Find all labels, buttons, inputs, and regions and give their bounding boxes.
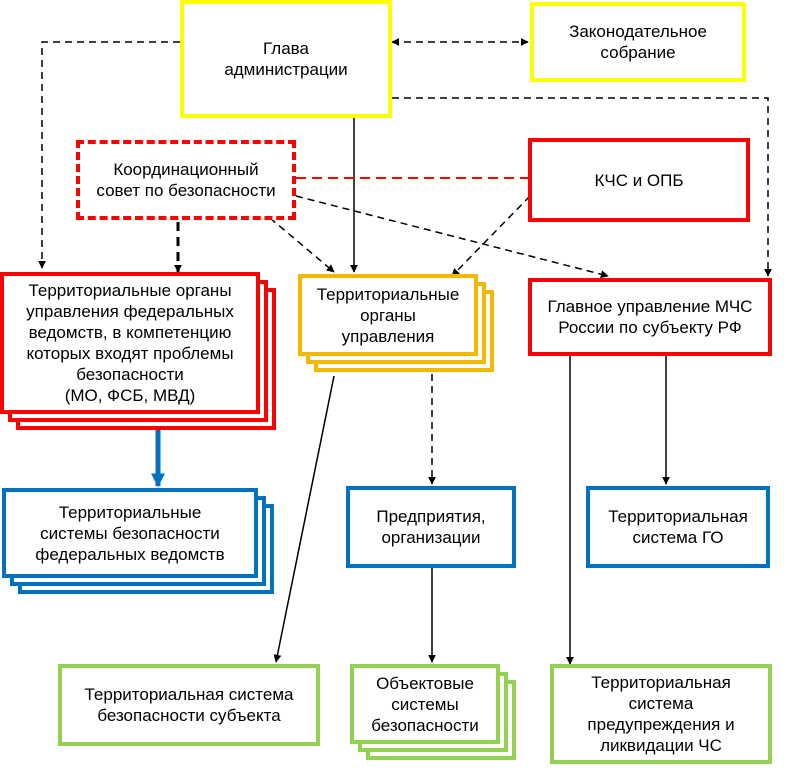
- arrow-head-mchs: [392, 97, 772, 277]
- head-of-administration-box: Глава администрации: [180, 0, 392, 118]
- head-of-administration-label: Глава администрации: [224, 39, 348, 79]
- terr-bodies-box: Территориальные органы управления: [298, 274, 478, 356]
- object-security-label: Объектовые системы безопасности: [371, 673, 479, 735]
- coordination-council-label: Координационный совет по безопасности: [96, 160, 276, 200]
- terr-bodies-label: Территориальные органы управления: [316, 284, 460, 346]
- legislative-assembly-label: Законодательное собрание: [569, 22, 707, 62]
- kchs-opb-label: КЧС и ОПБ: [594, 170, 684, 190]
- mchs-directorate-box: Главное управление МЧС России по субъект…: [528, 278, 772, 356]
- enterprises-box: Предприятия, организации: [346, 486, 516, 568]
- fed-security-label: Территориальные системы безопасности фед…: [35, 502, 225, 564]
- mchs-directorate-label: Главное управление МЧС России по субъект…: [547, 297, 753, 337]
- arrow-terr-bodies-subject-security: [273, 375, 335, 663]
- fed-bodies-label: Территориальные органы управления федера…: [26, 281, 234, 405]
- arrow-council-mchs: [295, 195, 609, 279]
- enterprises-label: Предприятия, организации: [376, 507, 486, 547]
- object-security-box: Объектовые системы безопасности: [350, 664, 500, 744]
- legislative-assembly-box: Законодательное собрание: [530, 2, 746, 82]
- fed-bodies-box: Территориальные органы управления федера…: [0, 272, 260, 414]
- kchs-opb-box: КЧС и ОПБ: [528, 138, 750, 222]
- rschs-box: Территориальная система предупреждения и…: [550, 664, 772, 764]
- arrow-council-terr-bodies: [269, 217, 335, 273]
- subject-security-box: Территориальная система безопасности суб…: [58, 664, 320, 746]
- subject-security-label: Территориальная система безопасности суб…: [84, 685, 294, 725]
- arrow-kchs-terr-bodies: [451, 195, 531, 277]
- go-system-label: Территориальная система ГО: [608, 507, 748, 547]
- go-system-box: Территориальная система ГО: [586, 486, 770, 568]
- fed-security-box: Территориальные системы безопасности фед…: [2, 488, 258, 578]
- arrow-head-fed-bodies: [38, 41, 180, 269]
- rschs-label: Территориальная система предупреждения и…: [587, 673, 735, 755]
- coordination-council-box: Координационный совет по безопасности: [76, 140, 296, 220]
